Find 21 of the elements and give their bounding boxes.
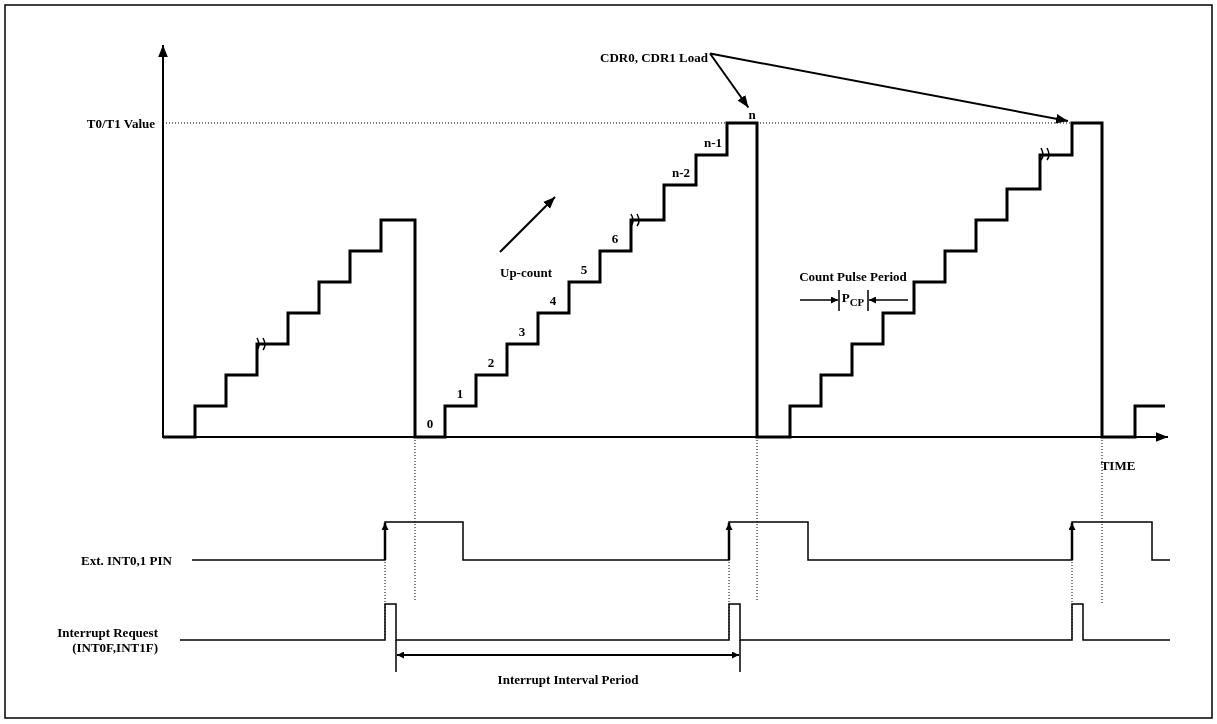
dimension-label: Interrupt Interval Period <box>497 671 639 687</box>
step-number: 1 <box>456 385 464 401</box>
step-number: 5 <box>580 261 588 277</box>
dimension-label: P$_{CP}$ <box>841 290 865 310</box>
annotation: Count Pulse Period <box>799 268 907 284</box>
step-number: 0 <box>426 415 434 431</box>
annotation: Up-count <box>500 264 552 280</box>
leader-line <box>709 52 750 109</box>
step-number: n-2 <box>671 164 690 180</box>
axis-label: T0/T1 Value <box>86 115 155 131</box>
signal-name: Ext. INT0,1 PIN <box>81 552 172 568</box>
step-number: n-1 <box>703 134 722 150</box>
step-number: 4 <box>549 292 557 308</box>
callout-text: CDR0, CDR1 Load <box>600 49 708 65</box>
step-number: 2 <box>487 354 495 370</box>
step-number: 3 <box>518 323 526 339</box>
signal-name: Interrupt Request (INT0F,INT1F) <box>56 625 158 655</box>
step-number: n <box>748 106 756 122</box>
axis-label: TIME <box>1100 457 1136 473</box>
leader-line <box>709 52 1069 124</box>
step-number: 6 <box>611 230 619 246</box>
